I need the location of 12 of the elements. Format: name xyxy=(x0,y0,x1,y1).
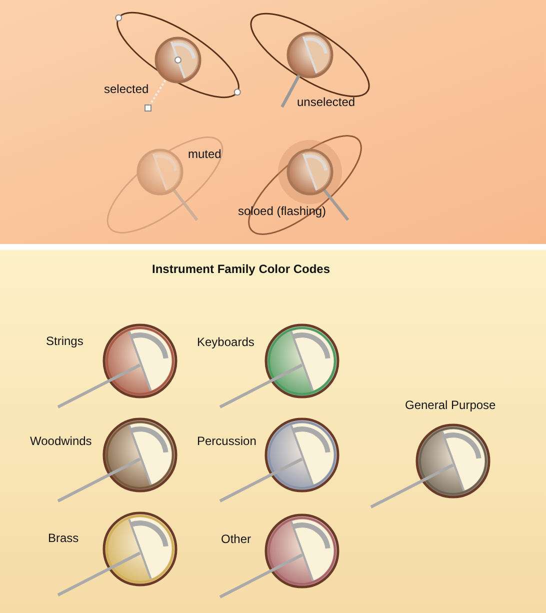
state-label: unselected xyxy=(297,95,356,109)
legend-label: General Purpose xyxy=(405,398,496,412)
legend-label: Strings xyxy=(46,334,84,348)
legend-label: Woodwinds xyxy=(30,434,92,448)
legend-label: Brass xyxy=(48,531,79,545)
legend-label: Other xyxy=(221,532,252,546)
legend-label: Percussion xyxy=(197,434,256,448)
state-label: soloed (flashing) xyxy=(238,204,326,218)
legend-label: Keyboards xyxy=(197,335,254,349)
state-label: selected xyxy=(104,82,149,96)
state-label: muted xyxy=(188,147,222,161)
panel-title: Instrument Family Color Codes xyxy=(152,262,330,276)
